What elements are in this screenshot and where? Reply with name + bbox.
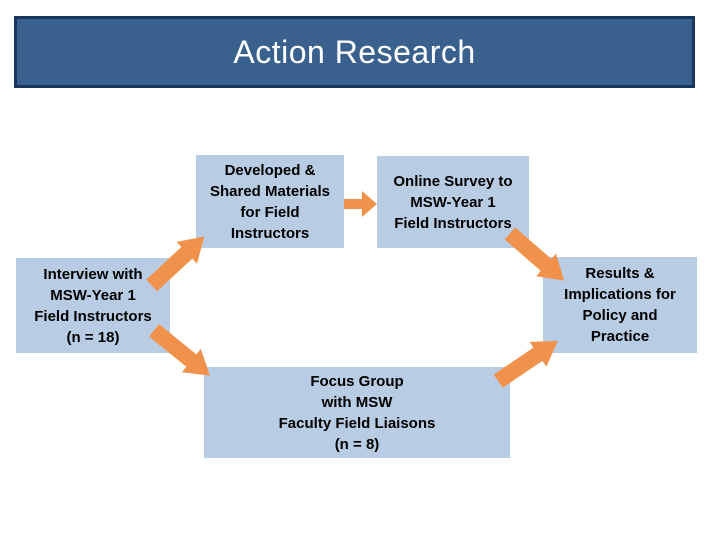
box-focus-group: Focus Group with MSW Faculty Field Liais… <box>204 367 510 458</box>
box-results-implications-label: Results & Implications for Policy and Pr… <box>564 265 676 345</box>
arrow-right-icon <box>344 191 377 217</box>
page-title: Action Research <box>233 33 476 70</box>
box-online-survey: Online Survey to MSW-Year 1 Field Instru… <box>377 156 529 248</box>
box-focus-group-label: Focus Group with MSW Faculty Field Liais… <box>278 372 436 453</box>
box-online-survey-label: Online Survey to MSW-Year 1 Field Instru… <box>393 172 513 232</box>
box-developed-materials-label: Developed & Shared Materials for Field I… <box>209 161 331 242</box>
box-results-implications: Results & Implications for Policy and Pr… <box>543 257 697 353</box>
box-interview-label: Interview with MSW-Year 1 Field Instruct… <box>34 265 152 346</box>
arrow-down-right-icon <box>148 324 210 376</box>
box-developed-materials: Developed & Shared Materials for Field I… <box>196 155 344 248</box>
arrow-down-right-icon <box>504 227 565 281</box>
box-interview: Interview with MSW-Year 1 Field Instruct… <box>16 258 170 353</box>
arrow-up-right-icon <box>146 236 205 292</box>
title-banner: Action Research <box>14 16 695 88</box>
arrow-up-right-icon <box>493 340 558 388</box>
